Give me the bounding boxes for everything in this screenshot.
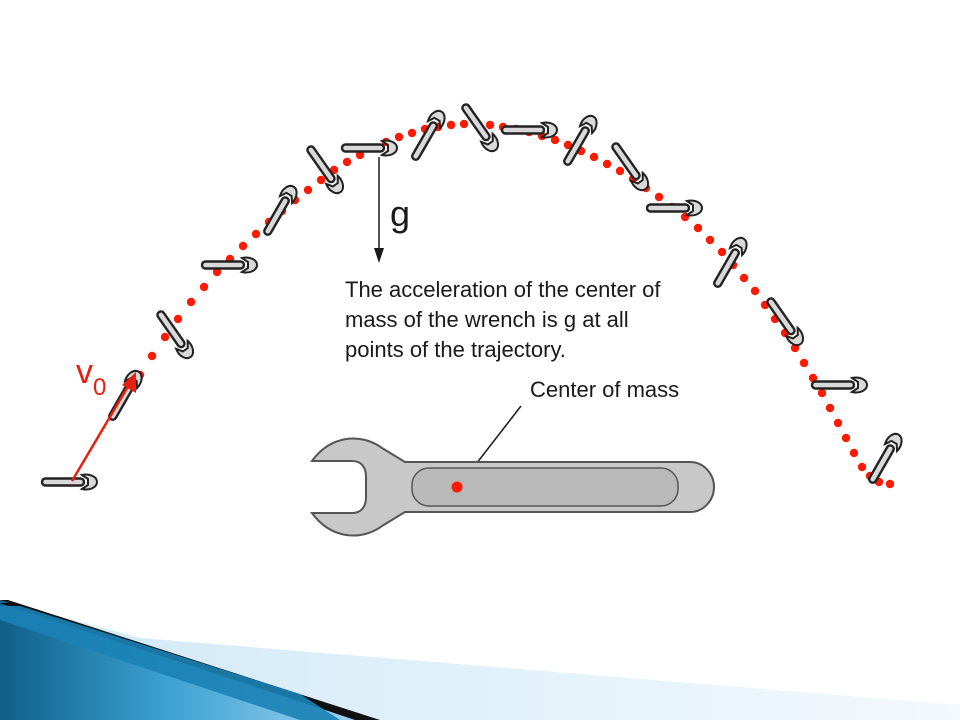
small-wrench (611, 142, 650, 192)
small-wrench (200, 256, 259, 274)
trajectory-dot (885, 479, 895, 489)
trajectory-dot (825, 403, 835, 413)
gravity-label: g (390, 193, 410, 234)
trajectory-dot (602, 159, 612, 169)
velocity-arrow (70, 372, 136, 482)
trajectory-dot (550, 135, 560, 145)
trajectory-dot (160, 332, 170, 342)
trajectory-dot (459, 119, 469, 129)
trajectory-dot (717, 247, 727, 257)
small-wrench (263, 184, 298, 236)
trajectory-dot (342, 157, 352, 167)
trajectory-dot (251, 229, 261, 239)
small-wrench (340, 139, 399, 157)
trajectory-dot (563, 140, 573, 150)
large-wrench (310, 437, 716, 537)
trajectory-dot (147, 351, 157, 361)
small-wrench (810, 376, 869, 394)
trajectory-dot (589, 152, 599, 162)
description-line: mass of the wrench is g at all (345, 307, 629, 332)
small-wrench (713, 236, 748, 288)
trajectory-dot (750, 286, 760, 296)
trajectory-dot (355, 150, 365, 160)
small-wrench (563, 114, 598, 166)
trajectory-dot (817, 388, 827, 398)
trajectory-dot (186, 297, 196, 307)
trajectory-dot (808, 373, 818, 383)
trajectory-dots (135, 119, 895, 489)
trajectory-dot (799, 358, 809, 368)
small-wrench (40, 473, 99, 491)
wrench-positions (40, 103, 903, 491)
trajectory-dot (615, 166, 625, 176)
small-wrench (868, 432, 903, 484)
small-wrench (411, 109, 446, 161)
trajectory-dot (485, 120, 495, 130)
description-line: points of the trajectory. (345, 337, 566, 362)
bottom-banner (0, 600, 960, 720)
trajectory-dot (303, 185, 313, 195)
trajectory-dot (693, 223, 703, 233)
trajectory-dot (238, 241, 248, 251)
small-wrench (156, 310, 195, 360)
velocity-label: v0 (76, 353, 106, 401)
trajectory-dot (316, 175, 326, 185)
trajectory-dot (654, 192, 664, 202)
trajectory-dot (849, 448, 859, 458)
trajectory-dot (841, 433, 851, 443)
trajectory-dot (212, 267, 222, 277)
small-wrench (645, 199, 704, 217)
center-of-mass-label: Center of mass (530, 377, 679, 402)
small-wrench (766, 297, 805, 347)
small-wrench (461, 103, 500, 153)
description-text: The acceleration of the center of mass o… (345, 277, 661, 362)
small-wrench (306, 145, 345, 195)
description-line: The acceleration of the center of (345, 277, 661, 302)
trajectory-dot (173, 314, 183, 324)
gravity-arrow (374, 157, 384, 263)
trajectory-dot (407, 128, 417, 138)
trajectory-dot (833, 418, 843, 428)
trajectory-dot (705, 235, 715, 245)
center-of-mass-dot (451, 481, 463, 493)
trajectory-dot (739, 273, 749, 283)
trajectory-dot (199, 282, 209, 292)
trajectory-dot (857, 462, 867, 472)
small-wrench (500, 121, 559, 139)
trajectory-dot (394, 132, 404, 142)
trajectory-dot (446, 120, 456, 130)
